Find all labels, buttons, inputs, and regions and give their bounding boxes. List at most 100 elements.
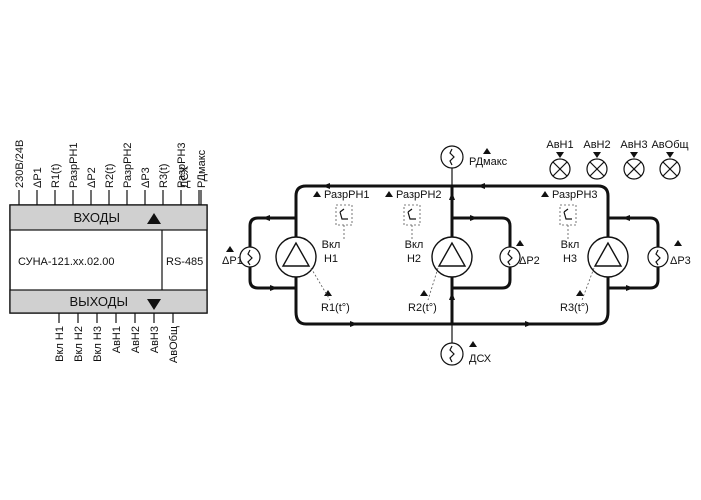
input-pin-label: РазрРН2: [122, 142, 134, 188]
alarm-label: АвН3: [620, 139, 647, 151]
input-pin-label: ΔР1: [32, 167, 44, 188]
dotted-link: [427, 267, 439, 301]
inputs-label: ВХОДЫ: [74, 210, 120, 225]
output-pin-label: Вкл Н2: [73, 326, 85, 362]
pump2-dp-label: ΔР2: [519, 255, 540, 267]
alarm-lamp-icon: [659, 158, 681, 180]
alarm-label: АвН1: [546, 139, 573, 151]
dp-sensor-2-icon: [499, 246, 521, 268]
flow-arrow-icon: [470, 215, 478, 221]
flow-arrow-icon: [622, 215, 630, 221]
input-pin-lines: [18, 190, 200, 205]
signal-arrow-icon: [593, 152, 601, 158]
pump2-on-line2: Н2: [407, 253, 421, 265]
pump2-on-line1: Вкл: [405, 239, 424, 251]
pump3-r-label: R3(t°): [560, 302, 589, 314]
signal-arrow-icon: [666, 152, 674, 158]
dotted-link: [581, 267, 595, 301]
pump1-on-line1: Вкл: [322, 239, 341, 251]
pump-2-icon: [431, 236, 473, 278]
signal-arrow-icon: [556, 152, 564, 158]
flow-arrow-icon: [270, 285, 278, 291]
controller-block: 230В/24В ΔР1 R1(t) РазрРН1 ΔР2 R2(t) Раз…: [9, 140, 208, 363]
dry-run-label: ДСХ: [469, 353, 492, 365]
dp-sensor-1-icon: [239, 246, 261, 268]
pump-3-icon: [587, 236, 629, 278]
model-label: СУНА-121.хх.02.00: [18, 256, 115, 268]
pump3-dp-label: ΔР3: [670, 255, 691, 267]
flow-arrow-icon: [262, 215, 270, 221]
input-pin-label: ΔР3: [140, 167, 152, 188]
pump1-enable-label: РазрРН1: [324, 189, 370, 201]
flow-arrow-icon: [525, 321, 533, 327]
pressure-max-label: РДмакс: [469, 156, 508, 168]
flow-arrow-icon: [626, 285, 634, 291]
pump2-enable-label: РазрРН2: [396, 189, 442, 201]
flow-arrow-icon: [477, 183, 485, 189]
pump1-dp-label: ΔР1: [222, 255, 243, 267]
pump3-switch-box: [559, 204, 577, 226]
flow-arrow-icon: [322, 183, 330, 189]
input-pin-label: R2(t): [104, 164, 116, 188]
alarm-lamp-icon: [623, 158, 645, 180]
pump2-r-label: R2(t°): [408, 302, 437, 314]
output-pin-label: АвОбщ: [168, 326, 180, 363]
switch-icon: [563, 208, 572, 220]
pump3-enable-label: РазрРН3: [552, 189, 598, 201]
pressure-max-sensor-icon: [440, 145, 464, 169]
input-pin-label: 230В/24В: [14, 140, 26, 188]
input-pin-label: R1(t): [50, 164, 62, 188]
signal-arrow-icon: [541, 191, 549, 197]
signal-arrow-icon: [516, 240, 524, 246]
input-pin-label: РДмакс: [196, 149, 208, 188]
dp-sensor-3-icon: [647, 246, 669, 268]
pump1-on-line2: Н1: [324, 253, 338, 265]
output-pin-label: Вкл Н3: [92, 326, 104, 362]
pump-1-icon: [275, 236, 317, 278]
interface-label: RS-485: [166, 256, 203, 268]
output-pin-label: Вкл Н1: [54, 326, 66, 362]
pump2-switch-box: [403, 204, 421, 226]
alarm-label: АвОбщ: [651, 139, 688, 151]
signal-arrow-icon: [226, 246, 234, 252]
flow-arrow-icon: [449, 192, 455, 200]
flow-arrow-icon: [350, 321, 358, 327]
output-pin-labels: Вкл Н1 Вкл Н2 Вкл Н3 АвН1 АвН2 АвН3 АвОб…: [54, 326, 180, 363]
pump3-on-line2: Н3: [563, 253, 577, 265]
signal-arrow-icon: [674, 240, 682, 246]
dry-run-sensor-icon: [440, 342, 464, 366]
input-pin-label: R3(t): [158, 164, 170, 188]
alarm-lamps: АвН1 АвН2 АвН3 АвОбщ: [546, 139, 689, 180]
alarm-label: АвН2: [583, 139, 610, 151]
signal-arrow-icon: [324, 290, 332, 296]
inputs-arrow-icon: [147, 213, 161, 224]
signal-arrow-icon: [469, 341, 477, 347]
signal-arrow-icon: [385, 191, 393, 197]
pump1-switch-box: [335, 204, 353, 226]
inputs-band: [9, 204, 208, 231]
switch-icon: [339, 208, 348, 220]
alarm-lamp-icon: [549, 158, 571, 180]
output-pin-label: АвН1: [111, 326, 123, 353]
output-pin-label: АвН2: [130, 326, 142, 353]
signal-arrow-icon: [483, 148, 491, 154]
alarm-lamp-icon: [586, 158, 608, 180]
outputs-arrow-icon: [147, 299, 161, 310]
signal-arrow-icon: [313, 191, 321, 197]
signal-arrow-icon: [420, 290, 428, 296]
switch-icon: [407, 208, 416, 220]
input-pin-label: ΔР2: [86, 167, 98, 188]
input-pin-labels: 230В/24В ΔР1 R1(t) РазрРН1 ΔР2 R2(t) Раз…: [14, 140, 208, 188]
signal-arrow-icon: [576, 290, 584, 296]
pump1-r-label: R1(t°): [321, 302, 350, 314]
outputs-band: [9, 289, 208, 314]
input-pin-label: ДСХ: [179, 165, 191, 188]
signal-arrow-icon: [630, 152, 638, 158]
flow-arrow-icon: [449, 292, 455, 300]
pump3-on-line1: Вкл: [561, 239, 580, 251]
outputs-label: ВЫХОДЫ: [69, 294, 128, 309]
output-pin-lines: [58, 313, 174, 323]
input-pin-label: РазрРН3: [176, 142, 188, 188]
